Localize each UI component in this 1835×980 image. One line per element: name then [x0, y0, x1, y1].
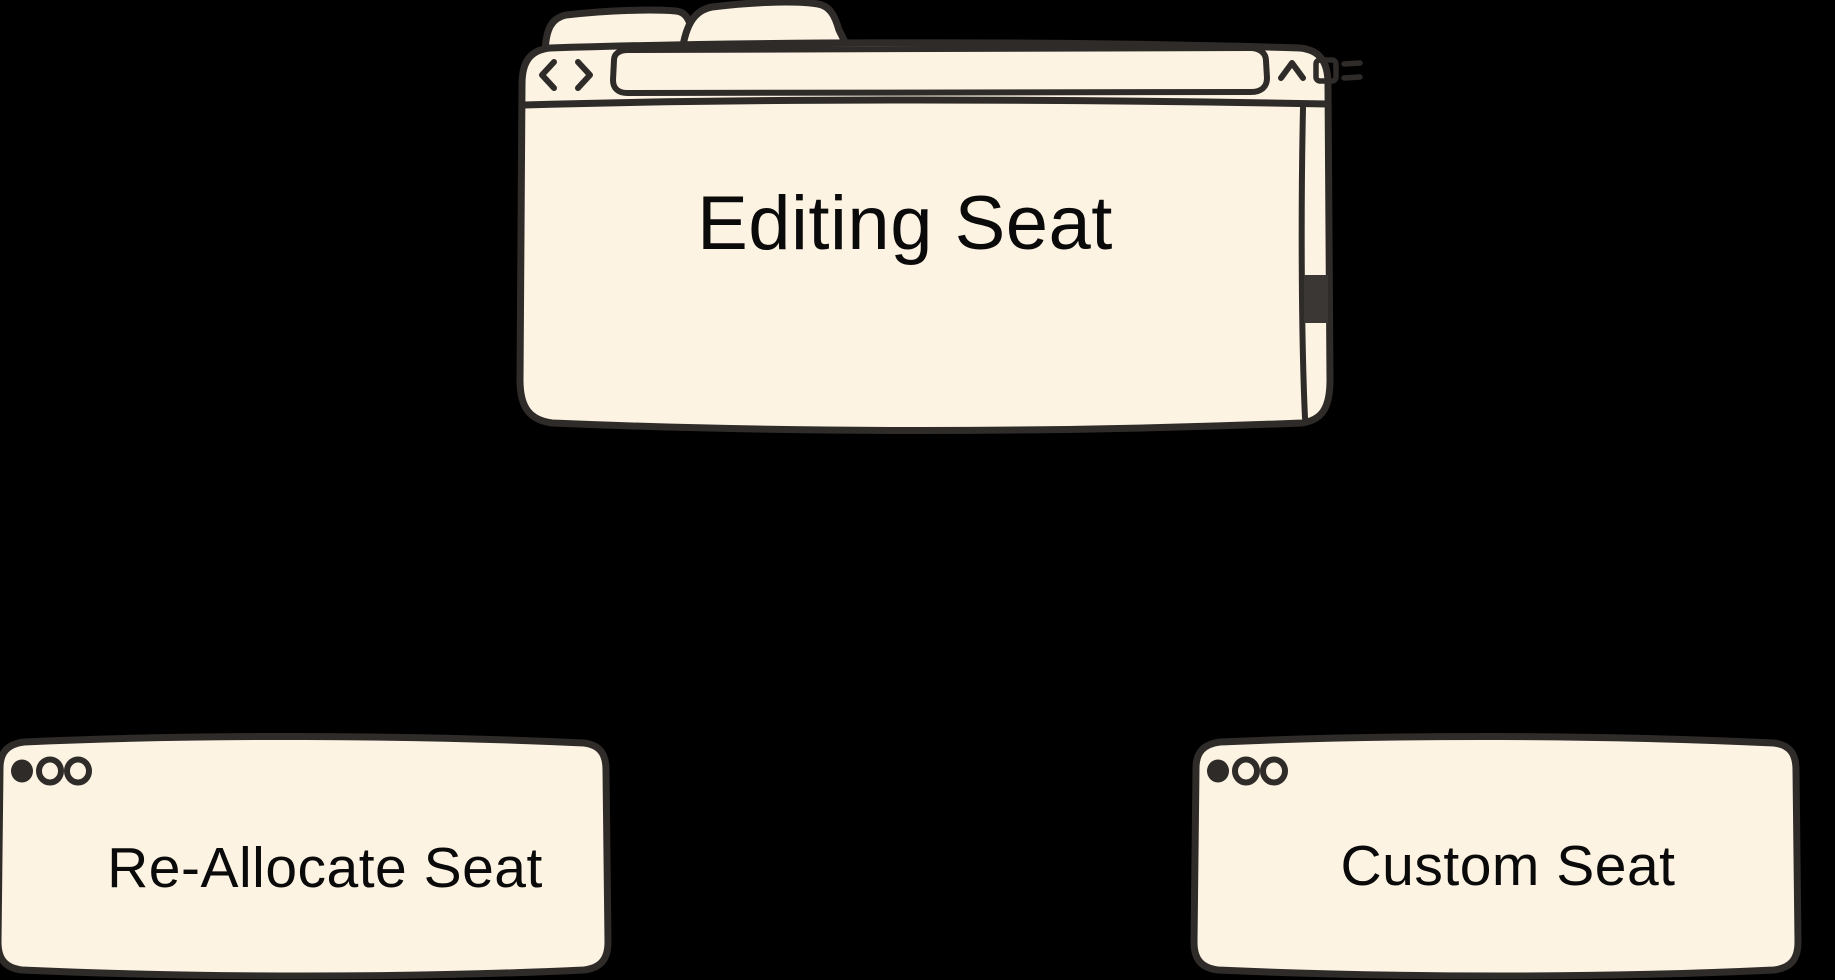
- address-bar[interactable]: [610, 45, 1270, 96]
- custom-seat-window[interactable]: Custom Seat: [1188, 730, 1835, 980]
- re-allocate-seat-window[interactable]: Re-Allocate Seat: [0, 730, 652, 980]
- menu-lines-icon[interactable]: [1341, 60, 1363, 81]
- nav-back-icon[interactable]: [539, 59, 557, 91]
- scrollbar-thumb: [1304, 275, 1328, 323]
- nav-forward-icon[interactable]: [575, 59, 593, 91]
- traffic-lights[interactable]: [1207, 756, 1288, 786]
- browser-window-frame: [516, 39, 1334, 434]
- browser-tab-active: [678, 0, 854, 56]
- vertical-scrollbar[interactable]: [1298, 105, 1328, 421]
- maximize-dot: [1260, 756, 1288, 786]
- window-restore-icon[interactable]: [1313, 57, 1339, 84]
- close-dot: [1207, 759, 1229, 783]
- main-browser-window[interactable]: Editing Seat: [510, 0, 1363, 450]
- minimize-dot: [1232, 756, 1260, 786]
- close-dot: [11, 759, 33, 783]
- maximize-dot: [64, 756, 92, 786]
- toolbar-separator: [520, 96, 1332, 109]
- minimize-dot: [36, 756, 64, 786]
- traffic-lights[interactable]: [11, 756, 92, 786]
- chevron-up-icon[interactable]: [1278, 60, 1306, 81]
